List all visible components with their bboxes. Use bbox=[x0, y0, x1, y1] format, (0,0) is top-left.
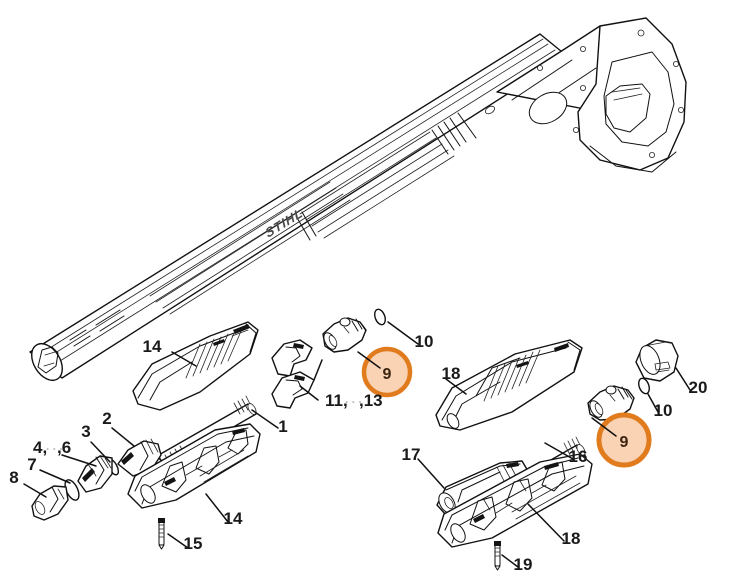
callout-4-to-6: 4, . . . ,6 bbox=[33, 438, 71, 457]
highlight-label: 9 bbox=[383, 366, 392, 383]
right-parts-group bbox=[435, 339, 679, 571]
callout-7: 7 bbox=[27, 455, 36, 474]
callout-20: 20 bbox=[689, 378, 708, 397]
part-clamp-half-shells bbox=[271, 339, 315, 409]
assembly-spray-lance-with-handle: STIHL bbox=[29, 17, 687, 382]
leader-lines bbox=[23, 321, 691, 568]
callout-13: ,13 bbox=[359, 391, 383, 410]
callout-1: 1 bbox=[278, 417, 287, 436]
callout-2: 2 bbox=[102, 409, 111, 428]
callout-18-upper-right: 18 bbox=[442, 364, 461, 383]
callout-numbers: 14 1 2 3 4, . . . ,6 7 8 14 15 11, . . .… bbox=[9, 332, 707, 574]
part-housing-shell-lower-right bbox=[437, 453, 593, 548]
part-nozzle-kit bbox=[77, 455, 113, 493]
callout-14-lower-left: 14 bbox=[224, 509, 243, 528]
highlight-circle bbox=[596, 412, 652, 468]
highlight-markers: 9 9 bbox=[357, 346, 652, 468]
part-connector-fitting-left bbox=[322, 317, 367, 353]
highlight-label: 9 bbox=[620, 434, 629, 451]
housing-grip-ribs-right bbox=[483, 349, 541, 402]
tube-thread-right bbox=[233, 395, 253, 415]
callout-18-lower-right: 18 bbox=[562, 529, 581, 548]
lance-vent-slots bbox=[149, 131, 455, 315]
callout-10-left: 10 bbox=[415, 332, 434, 351]
callout-11-to-13: 11, . . . ,13 bbox=[325, 391, 383, 410]
part-housing-shell-lower bbox=[127, 423, 261, 509]
part-screw-short-right bbox=[494, 541, 501, 571]
callout-6: ,6 bbox=[57, 438, 71, 457]
callout-11: 11, bbox=[325, 391, 348, 410]
callout-10-right: 10 bbox=[654, 401, 673, 420]
highlight-marker-9-right[interactable]: 9 bbox=[596, 412, 652, 468]
highlight-circle bbox=[361, 346, 413, 398]
part-connector-fitting-right bbox=[587, 385, 635, 421]
part-housing-shell-upper-right bbox=[435, 339, 583, 431]
callout-ellipsis-11-13: . . . bbox=[345, 392, 362, 406]
callout-17: 17 bbox=[402, 445, 421, 464]
callout-14-upper-left: 14 bbox=[143, 337, 162, 356]
part-screw-short bbox=[158, 518, 165, 550]
callout-8: 8 bbox=[9, 468, 18, 487]
callout-16: 16 bbox=[569, 447, 588, 466]
left-parts-group bbox=[31, 308, 386, 550]
callout-ellipsis-4-6: . . . bbox=[46, 439, 63, 453]
part-o-ring-connector-upper bbox=[374, 308, 386, 326]
callout-3: 3 bbox=[81, 422, 90, 441]
part-o-ring-connector-right bbox=[638, 377, 650, 395]
highlight-marker-9-left[interactable]: 9 bbox=[361, 346, 413, 398]
callout-15: 15 bbox=[184, 534, 203, 553]
callout-19: 19 bbox=[514, 555, 533, 574]
part-clamp-ring bbox=[635, 339, 679, 382]
callout-4: 4, bbox=[33, 438, 47, 457]
